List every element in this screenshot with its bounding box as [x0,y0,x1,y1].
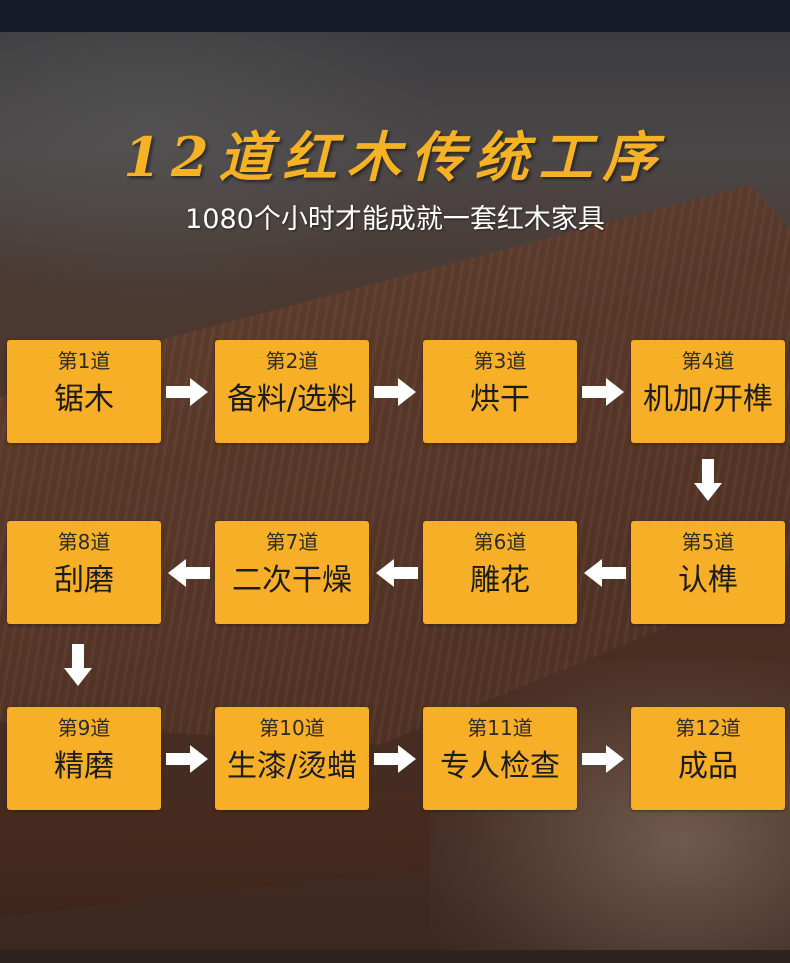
step-number: 第11道 [423,715,577,741]
arrow-right-icon [374,376,418,408]
step-number: 第10道 [215,715,369,741]
step-11: 第11道 专人检查 [423,707,577,810]
step-name: 成品 [631,747,785,787]
arrow-right-icon [582,376,626,408]
page-title: 12道红木传统工序 [0,122,790,192]
step-name: 备料/选料 [215,380,369,420]
arrow-right-icon [166,743,210,775]
step-1: 第1道 锯木 [7,340,161,443]
step-name: 机加/开榫 [631,380,785,420]
step-name: 认榫 [631,561,785,601]
step-number: 第4道 [631,348,785,374]
step-name: 生漆/烫蜡 [215,747,369,787]
step-name: 烘干 [423,380,577,420]
arrow-right-icon [374,743,418,775]
rug-image [430,660,790,963]
top-bar [0,0,790,32]
step-name: 刮磨 [7,561,161,601]
step-7: 第7道 二次干燥 [215,521,369,624]
step-6: 第6道 雕花 [423,521,577,624]
step-name: 雕花 [423,561,577,601]
step-3: 第3道 烘干 [423,340,577,443]
step-10: 第10道 生漆/烫蜡 [215,707,369,810]
step-12: 第12道 成品 [631,707,785,810]
step-name: 锯木 [7,380,161,420]
step-name: 专人检查 [423,747,577,787]
step-number: 第1道 [7,348,161,374]
step-number: 第2道 [215,348,369,374]
arrow-down-icon [62,644,94,688]
arrow-left-icon [166,557,210,589]
step-4: 第4道 机加/开榫 [631,340,785,443]
arrow-down-icon [692,459,724,503]
bottom-strip [0,950,790,963]
step-name: 精磨 [7,747,161,787]
step-number: 第9道 [7,715,161,741]
arrow-left-icon [374,557,418,589]
step-number: 第5道 [631,529,785,555]
step-2: 第2道 备料/选料 [215,340,369,443]
arrow-right-icon [166,376,210,408]
arrow-right-icon [582,743,626,775]
arrow-left-icon [582,557,626,589]
step-number: 第8道 [7,529,161,555]
step-name: 二次干燥 [215,561,369,601]
step-number: 第6道 [423,529,577,555]
step-number: 第12道 [631,715,785,741]
step-8: 第8道 刮磨 [7,521,161,624]
step-number: 第7道 [215,529,369,555]
page-subtitle: 1080个小时才能成就一套红木家具 [0,200,790,240]
step-5: 第5道 认榫 [631,521,785,624]
step-9: 第9道 精磨 [7,707,161,810]
step-number: 第3道 [423,348,577,374]
